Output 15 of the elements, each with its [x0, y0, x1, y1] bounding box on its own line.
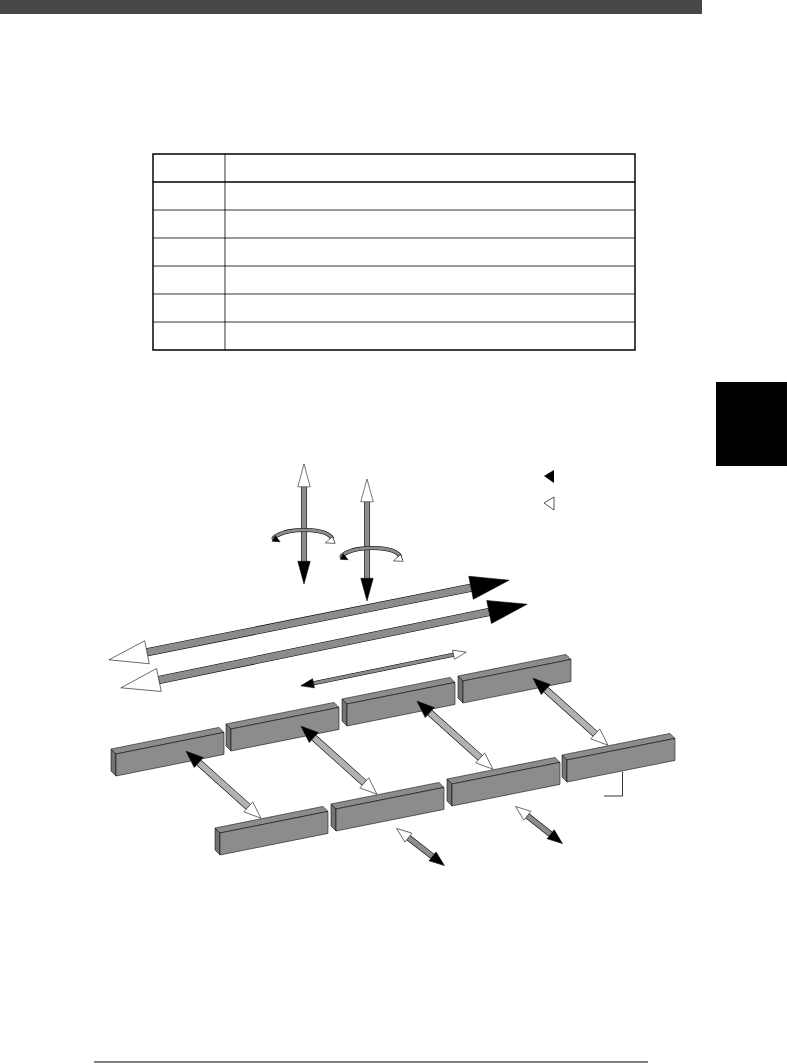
bar [110, 727, 225, 777]
bar [446, 757, 561, 807]
arrow [300, 725, 378, 795]
bar [457, 654, 572, 704]
bar [341, 677, 456, 727]
bar [330, 782, 445, 832]
table [152, 153, 636, 351]
bar [225, 702, 340, 752]
arrow [185, 750, 262, 819]
section-tab [716, 382, 787, 466]
arrow [416, 700, 494, 770]
bar [561, 733, 676, 783]
bar [214, 806, 329, 856]
arrow [532, 677, 609, 746]
leader-line [603, 771, 623, 797]
